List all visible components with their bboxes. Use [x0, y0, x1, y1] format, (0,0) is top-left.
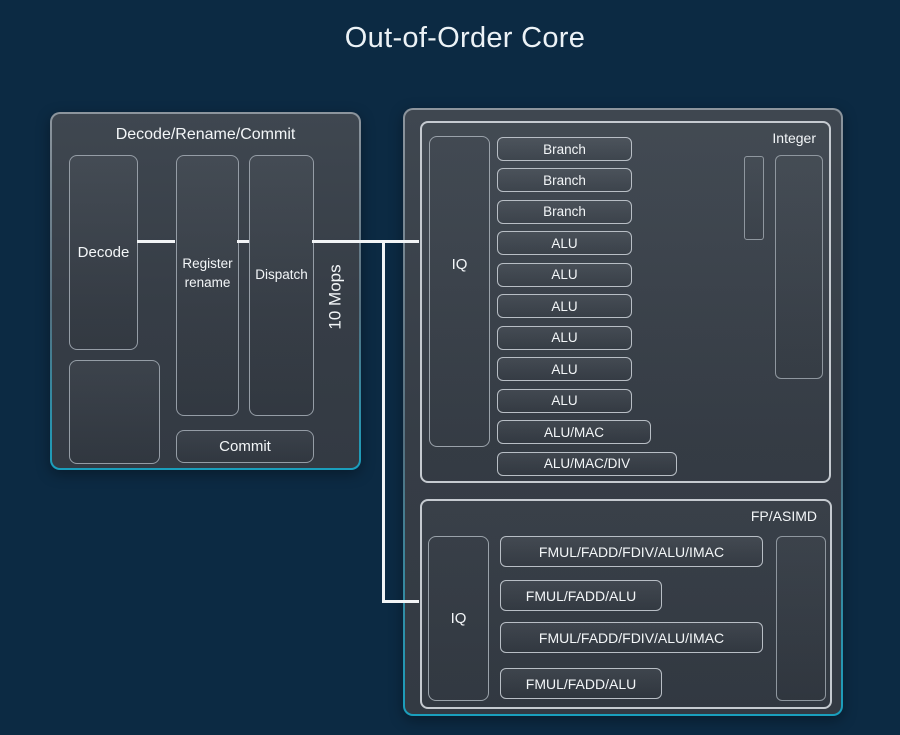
integer-exec-unit: ALU/MAC/DIV — [497, 451, 677, 476]
decode-rename-commit-panel: Decode/Rename/Commit Decode Register ren… — [50, 112, 361, 470]
connector-decode-to-rename — [137, 240, 175, 243]
commit-box: Commit — [176, 430, 314, 463]
fp-exec-unit: FMUL/FADD/FDIV/ALU/IMAC — [500, 536, 763, 567]
register-rename-box: Register rename — [176, 155, 239, 416]
integer-cluster-title: Integer — [772, 130, 816, 146]
fp-unlabeled-tall-box — [776, 536, 826, 701]
register-rename-label: Register rename — [182, 256, 233, 290]
integer-unlabeled-narrow-box — [744, 156, 764, 240]
dispatch-label: Dispatch — [255, 267, 308, 282]
mops-bandwidth-label: 10 Mops — [326, 264, 346, 330]
fp-asimd-cluster: FP/ASIMD IQ FMUL/FADD/FDIV/ALU/IMAC FMUL/… — [420, 499, 832, 709]
integer-unlabeled-tall-box — [775, 155, 823, 379]
connector-to-fp-iq — [382, 600, 419, 603]
fp-exec-unit: FMUL/FADD/ALU — [500, 580, 662, 611]
integer-exec-unit: ALU — [497, 388, 632, 413]
decode-label: Decode — [77, 244, 130, 261]
integer-exec-unit: ALU — [497, 231, 632, 256]
integer-iq-label: IQ — [451, 256, 468, 273]
integer-exec-unit: Branch — [497, 168, 632, 193]
connector-dispatch-to-integer-iq — [312, 240, 419, 243]
fp-exec-unit: FMUL/FADD/ALU — [500, 668, 662, 699]
integer-exec-unit: ALU/MAC — [497, 420, 651, 445]
integer-issue-queue: IQ — [429, 136, 490, 447]
commit-label: Commit — [219, 438, 271, 455]
page-title: Out-of-Order Core — [344, 22, 586, 54]
integer-exec-unit: ALU — [497, 357, 632, 382]
dispatch-box: Dispatch — [249, 155, 314, 416]
connector-vertical-branch — [382, 240, 385, 603]
fp-exec-unit: FMUL/FADD/FDIV/ALU/IMAC — [500, 622, 763, 653]
decode-panel-title: Decode/Rename/Commit — [115, 126, 296, 143]
integer-exec-unit: ALU — [497, 262, 632, 287]
connector-rename-to-dispatch — [237, 240, 249, 243]
fp-issue-queue: IQ — [428, 536, 489, 701]
integer-exec-unit: Branch — [497, 199, 632, 224]
fp-iq-label: IQ — [450, 610, 467, 627]
fp-cluster-title: FP/ASIMD — [750, 508, 817, 524]
integer-exec-unit: ALU — [497, 325, 632, 350]
decode-unit-box: Decode — [69, 155, 138, 350]
unlabeled-decode-box — [69, 360, 160, 464]
integer-exec-unit: ALU — [497, 294, 632, 319]
integer-exec-unit: Branch — [497, 137, 632, 161]
